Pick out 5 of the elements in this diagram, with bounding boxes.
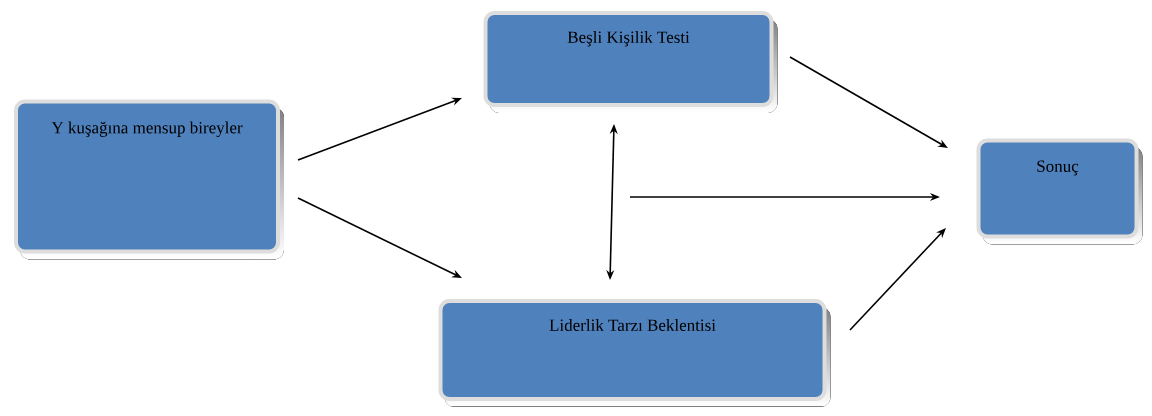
process-box: Liderlik Tarzı Beklentisi [438,299,827,401]
process-box: Beşli Kişilik Testi [483,11,774,107]
process-box: Y kuşağına mensup bireyler [14,99,280,254]
process-box: Sonuç [976,138,1139,239]
arrow [849,228,946,331]
